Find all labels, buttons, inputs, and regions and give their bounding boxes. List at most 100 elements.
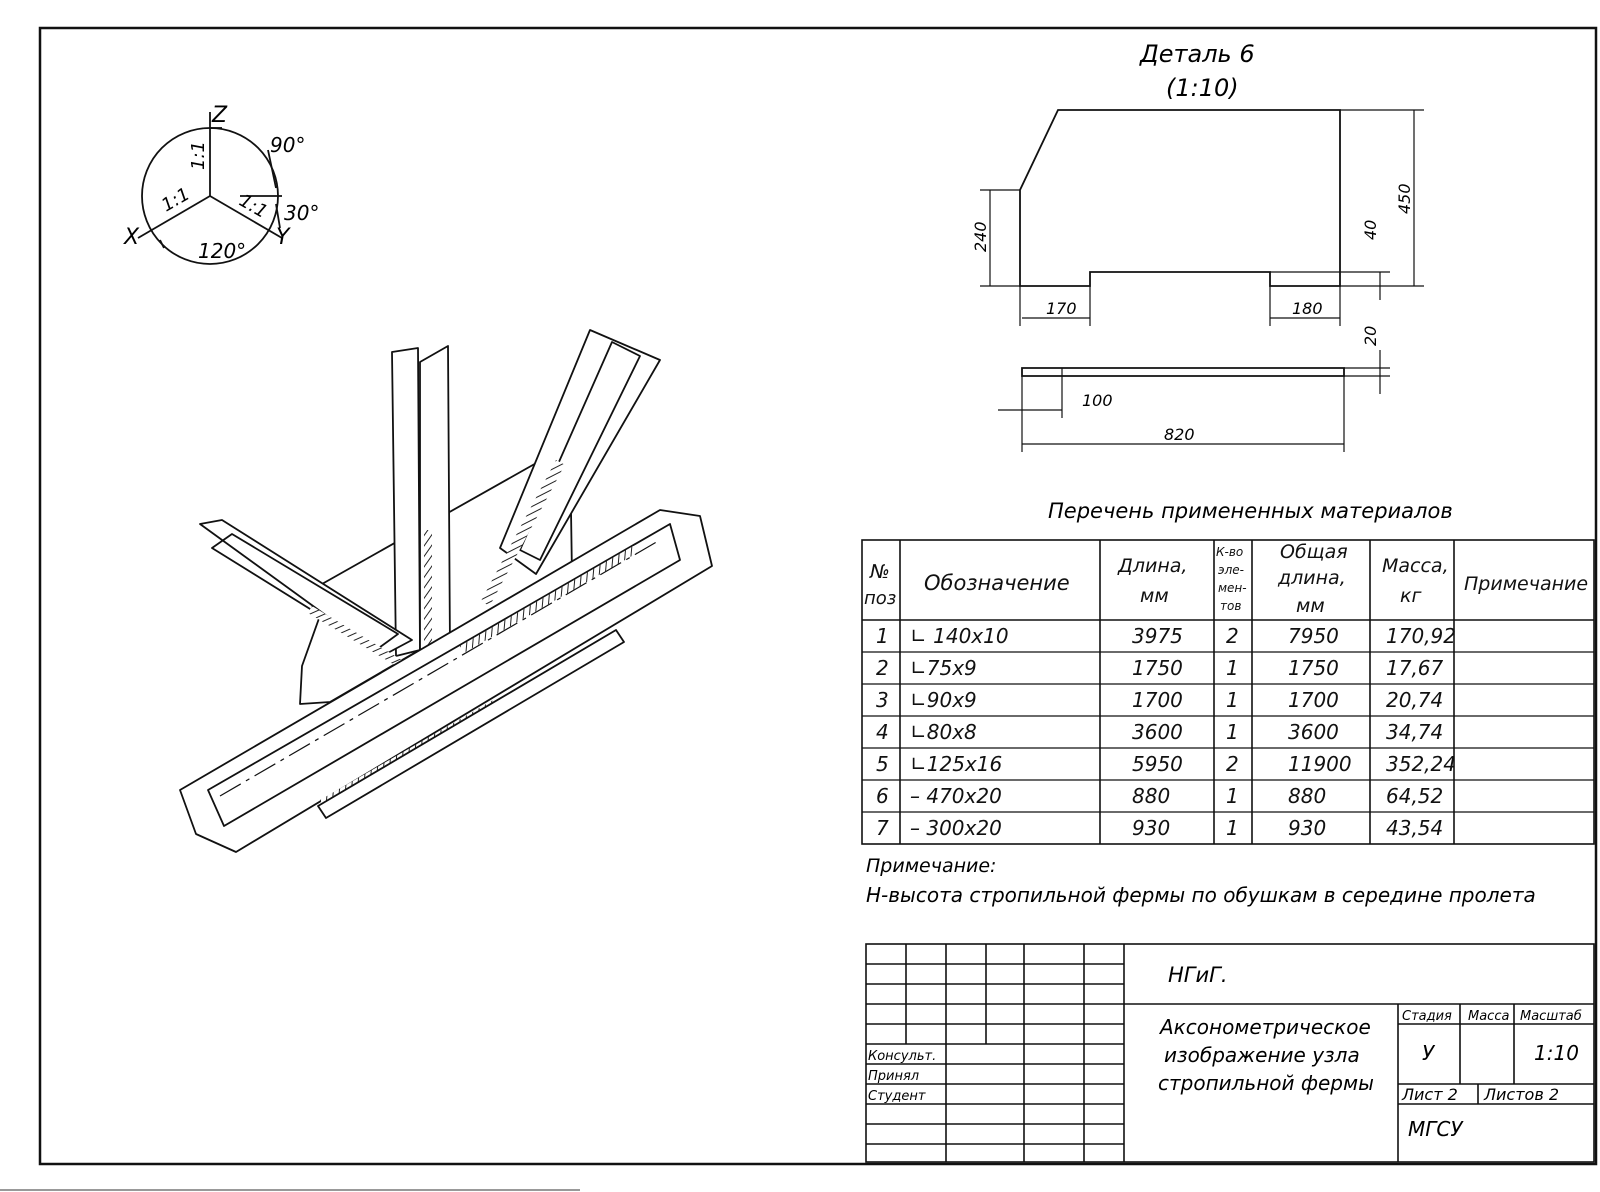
tb-scale-label: Масштаб <box>1520 1009 1582 1024</box>
tb-stage: У <box>1422 1041 1436 1065</box>
materials-cell-cnt: 1 <box>1226 720 1239 744</box>
arc-arrow-90 <box>267 149 277 189</box>
detail-dimensions <box>980 109 1424 452</box>
title-block-grid <box>865 943 1595 1163</box>
dim-820: 820 <box>1164 425 1195 444</box>
y-axis-label: Y <box>276 225 291 250</box>
hdr-length2: мм <box>1140 585 1169 607</box>
materials-header: № поз Обозначение Длина, мм К-во эле- ме… <box>864 541 1588 617</box>
materials-table-grid <box>861 539 1595 845</box>
bottom-chord-flange <box>207 523 681 827</box>
tb-code: НГиГ. <box>1168 963 1228 987</box>
dim-170: 170 <box>1046 299 1077 318</box>
materials-row-lines <box>862 651 1594 813</box>
materials-cell-name: – 470х20 <box>910 784 1002 808</box>
materials-cell-mass: 20,74 <box>1386 688 1443 712</box>
hdr-count1: К-во <box>1216 545 1243 559</box>
materials-cell-mass: 17,67 <box>1386 656 1444 680</box>
dim-240: 240 <box>971 221 990 252</box>
ratio-x-label: 1:1 <box>158 184 194 217</box>
materials-cell-total: 930 <box>1288 816 1326 840</box>
arc-arrow-120 <box>159 239 165 249</box>
detail-plate-edge-view <box>1021 367 1345 377</box>
materials-cell-total: 11900 <box>1288 752 1352 776</box>
hdr-designation: Обозначение <box>924 571 1070 595</box>
materials-cell-name: ∟125х16 <box>910 752 1002 776</box>
hdr-length1: Длина, <box>1117 555 1187 577</box>
dim-40: 40 <box>1361 220 1380 240</box>
chord-weld-top <box>460 546 638 653</box>
materials-cell-len: 3975 <box>1132 624 1183 648</box>
tb-title-3: стропильной фермы <box>1158 1071 1374 1095</box>
x-axis-label: X <box>123 225 140 250</box>
materials-cell-name: ∟80х8 <box>910 720 977 744</box>
lower-plate <box>317 629 625 819</box>
tb-sheets: Листов 2 <box>1483 1085 1559 1104</box>
materials-cell-pos: 3 <box>876 688 889 712</box>
materials-cell-total: 7950 <box>1288 624 1339 648</box>
materials-cell-total: 1700 <box>1288 688 1339 712</box>
materials-cell-mass: 170,92 <box>1386 624 1456 648</box>
z-axis-label: Z <box>211 103 228 128</box>
angle-120-label: 120° <box>198 239 246 263</box>
materials-cell-pos: 1 <box>876 624 889 648</box>
materials-cell-len: 5950 <box>1132 752 1183 776</box>
angle-30-label: 30° <box>284 201 319 225</box>
hdr-total2: длина, <box>1277 567 1346 589</box>
hdr-num: № <box>869 561 890 583</box>
materials-cell-len: 1700 <box>1132 688 1183 712</box>
tb-stage-label: Стадия <box>1402 1009 1452 1024</box>
diagonal-weld <box>480 460 565 606</box>
tb-consult: Консульт. <box>868 1049 936 1064</box>
materials-cell-mass: 43,54 <box>1386 816 1443 840</box>
materials-cell-pos: 4 <box>876 720 889 744</box>
materials-cell-mass: 352,24 <box>1386 752 1456 776</box>
chord-axis-dash <box>219 539 661 797</box>
tb-student: Студент <box>868 1089 926 1104</box>
tb-scale: 1:10 <box>1534 1041 1579 1065</box>
tb-title-1: Аксонометрическое <box>1158 1015 1371 1039</box>
dim-450: 450 <box>1395 183 1414 214</box>
materials-cell-len: 3600 <box>1132 720 1183 744</box>
materials-cell-cnt: 1 <box>1226 688 1239 712</box>
materials-cell-total: 880 <box>1288 784 1326 808</box>
sheet-frame <box>38 26 1598 1166</box>
tb-title-2: изображение узла <box>1164 1043 1360 1067</box>
hdr-count2: эле- <box>1218 563 1244 577</box>
strut-weld <box>307 606 415 675</box>
materials-cell-total: 3600 <box>1288 720 1339 744</box>
hdr-count4: тов <box>1220 599 1241 613</box>
x-axis-line <box>137 195 211 239</box>
materials-cell-cnt: 1 <box>1226 656 1239 680</box>
materials-cell-cnt: 1 <box>1226 816 1239 840</box>
note-text: Н-высота стропильной фермы по обушкам в … <box>866 883 1536 907</box>
materials-cell-cnt: 2 <box>1226 752 1239 776</box>
materials-cell-name: ∟75х9 <box>910 656 977 680</box>
detail-title: Деталь 6 <box>1139 40 1255 68</box>
materials-cell-mass: 34,74 <box>1386 720 1443 744</box>
ratio-y-label: 1:1 <box>236 190 272 223</box>
dim-100: 100 <box>1082 391 1113 410</box>
dim-20: 20 <box>1361 326 1380 346</box>
dim-180: 180 <box>1292 299 1323 318</box>
tb-mass-label: Масса <box>1468 1009 1509 1024</box>
materials-cell-name: ∟90х9 <box>910 688 977 712</box>
materials-cell-cnt: 1 <box>1226 784 1239 808</box>
materials-cell-name: – 300х20 <box>910 816 1002 840</box>
tb-accepted: Принял <box>868 1069 919 1084</box>
hdr-note: Примечание <box>1464 573 1588 595</box>
ratio-z-label: 1:1 <box>188 141 209 170</box>
note-label: Примечание: <box>866 855 996 877</box>
truss-node-axonometric <box>179 329 713 853</box>
hdr-total1: Общая <box>1280 541 1348 563</box>
angle-90-label: 90° <box>270 133 305 157</box>
materials-cell-len: 880 <box>1132 784 1170 808</box>
tb-sheet: Лист 2 <box>1401 1085 1458 1104</box>
materials-title: Перечень примененных материалов <box>1048 499 1453 523</box>
detail-scale: (1:10) <box>1166 74 1239 102</box>
detail-plate-outline <box>1019 109 1341 287</box>
axonometric-axes-diagram <box>137 112 283 265</box>
materials-cell-len: 930 <box>1132 816 1170 840</box>
